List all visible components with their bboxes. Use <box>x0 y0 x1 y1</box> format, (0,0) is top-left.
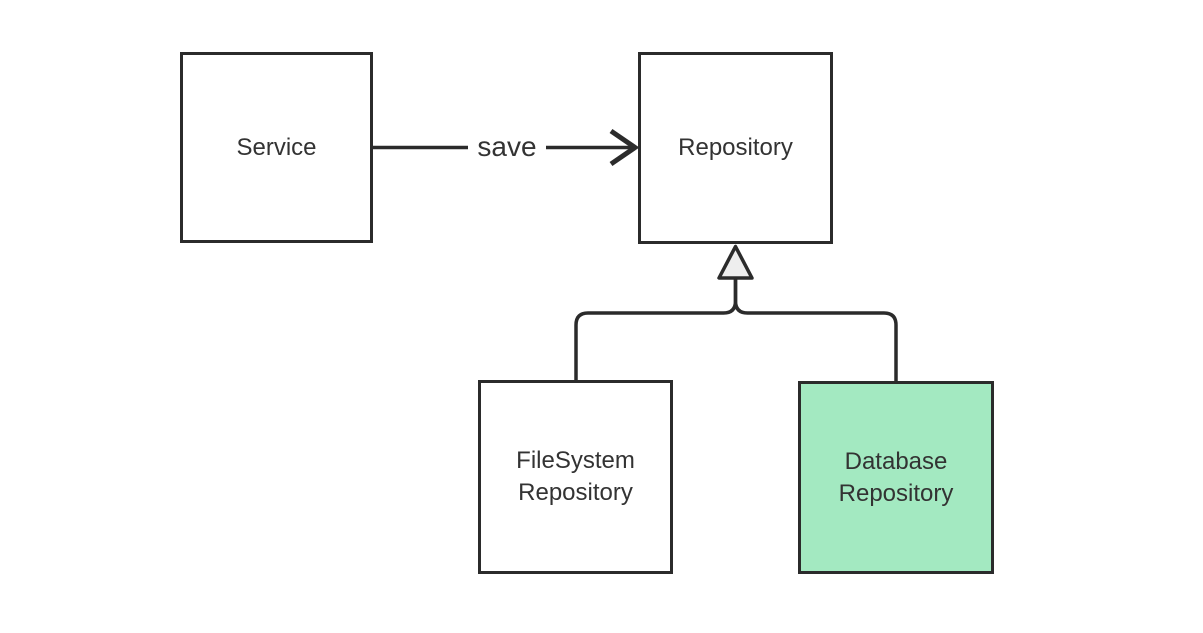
node-database-repository: Database Repository <box>798 381 994 574</box>
node-filesystem-repository-label-line2: Repository <box>518 479 633 506</box>
arrow-head-icon <box>609 128 640 167</box>
node-service: Service <box>180 52 373 243</box>
inheritance-edge-database <box>733 278 898 383</box>
inheritance-edge-filesystem <box>574 278 738 381</box>
node-filesystem-repository: FileSystem Repository <box>478 380 673 574</box>
edge-label-save: save <box>475 131 539 162</box>
node-database-repository-label-line2: Repository <box>838 479 954 507</box>
node-filesystem-repository-label-line1: FileSystem <box>516 447 635 474</box>
inheritance-triangle-icon <box>717 244 754 280</box>
node-database-repository-label-line1: Database <box>844 447 948 475</box>
node-repository-label: Repository <box>678 134 793 161</box>
node-repository: Repository <box>638 52 833 244</box>
node-service-label: Service <box>236 133 317 161</box>
